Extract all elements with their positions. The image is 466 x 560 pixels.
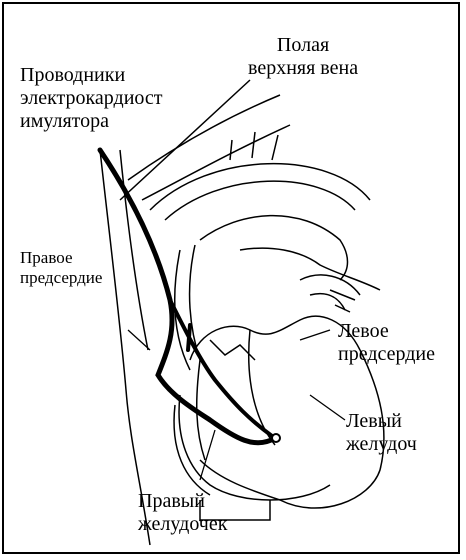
label-right-ventricle: Правый желудочек <box>138 490 227 536</box>
label-left-atrium: Левое предсердие <box>338 320 435 366</box>
vena-cava-outline <box>100 80 290 545</box>
label-superior-vena-cava: Полая верхняя вена <box>248 34 358 80</box>
aortic-arch <box>150 132 370 370</box>
label-pacemaker-leads: Проводники электрокардиост имулятора <box>20 64 163 133</box>
label-right-atrium: Правое предсердие <box>20 248 102 288</box>
pulmonary-trunk <box>200 216 380 312</box>
label-left-ventricle: Левый желудоч <box>346 410 417 456</box>
